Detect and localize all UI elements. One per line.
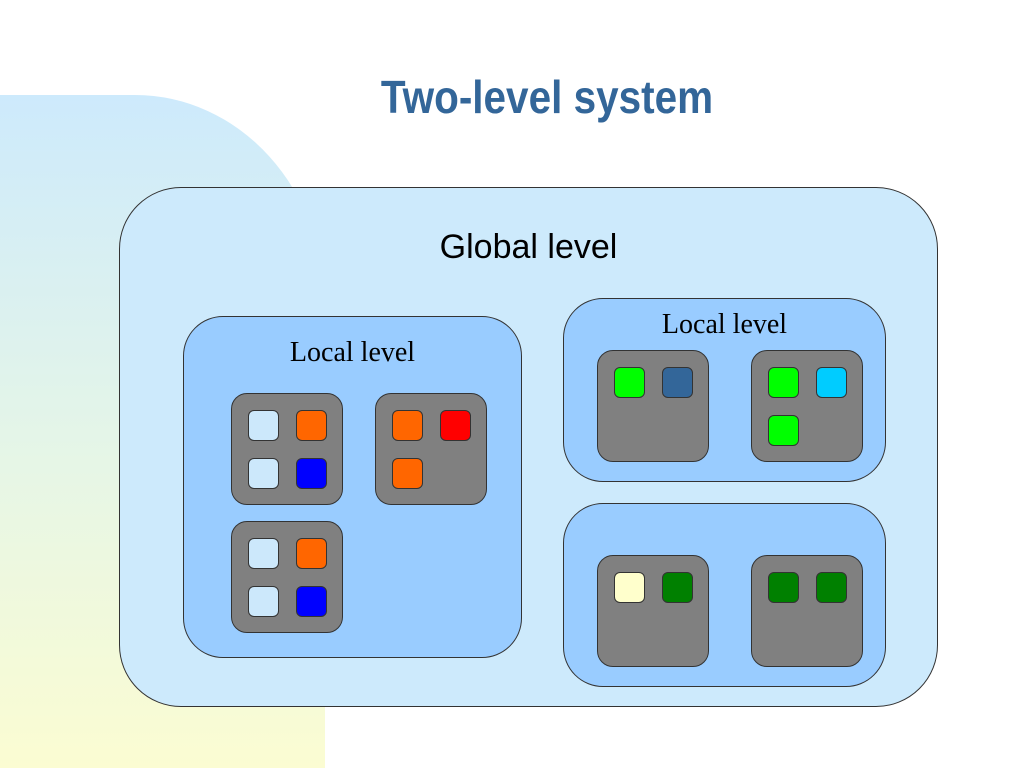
local-level-label: Local level [289, 337, 416, 368]
node [768, 572, 799, 603]
node [296, 458, 327, 489]
global-level-box: Global level Local level Local level [119, 187, 938, 707]
cluster [751, 350, 863, 462]
node [614, 367, 645, 398]
slide-title: Two-level system [380, 71, 714, 123]
node [662, 367, 693, 398]
node [248, 538, 279, 569]
node [816, 572, 847, 603]
node [440, 410, 471, 441]
node [296, 586, 327, 617]
node [816, 367, 847, 398]
node [296, 538, 327, 569]
node [614, 572, 645, 603]
node [296, 410, 327, 441]
cluster [597, 350, 709, 462]
cluster [231, 521, 343, 633]
cluster [375, 393, 487, 505]
cluster [597, 555, 709, 667]
node [768, 367, 799, 398]
node [662, 572, 693, 603]
node [392, 410, 423, 441]
node [248, 410, 279, 441]
node [248, 586, 279, 617]
local-level-box-top-right: Local level [563, 298, 886, 482]
global-level-label: Global level [439, 228, 618, 266]
local-level-box-bottom-right [563, 503, 886, 687]
node [768, 415, 799, 446]
cluster [751, 555, 863, 667]
node [248, 458, 279, 489]
node [392, 458, 423, 489]
local-level-box-left: Local level [183, 316, 522, 658]
local-level-label: Local level [661, 309, 788, 340]
cluster [231, 393, 343, 505]
